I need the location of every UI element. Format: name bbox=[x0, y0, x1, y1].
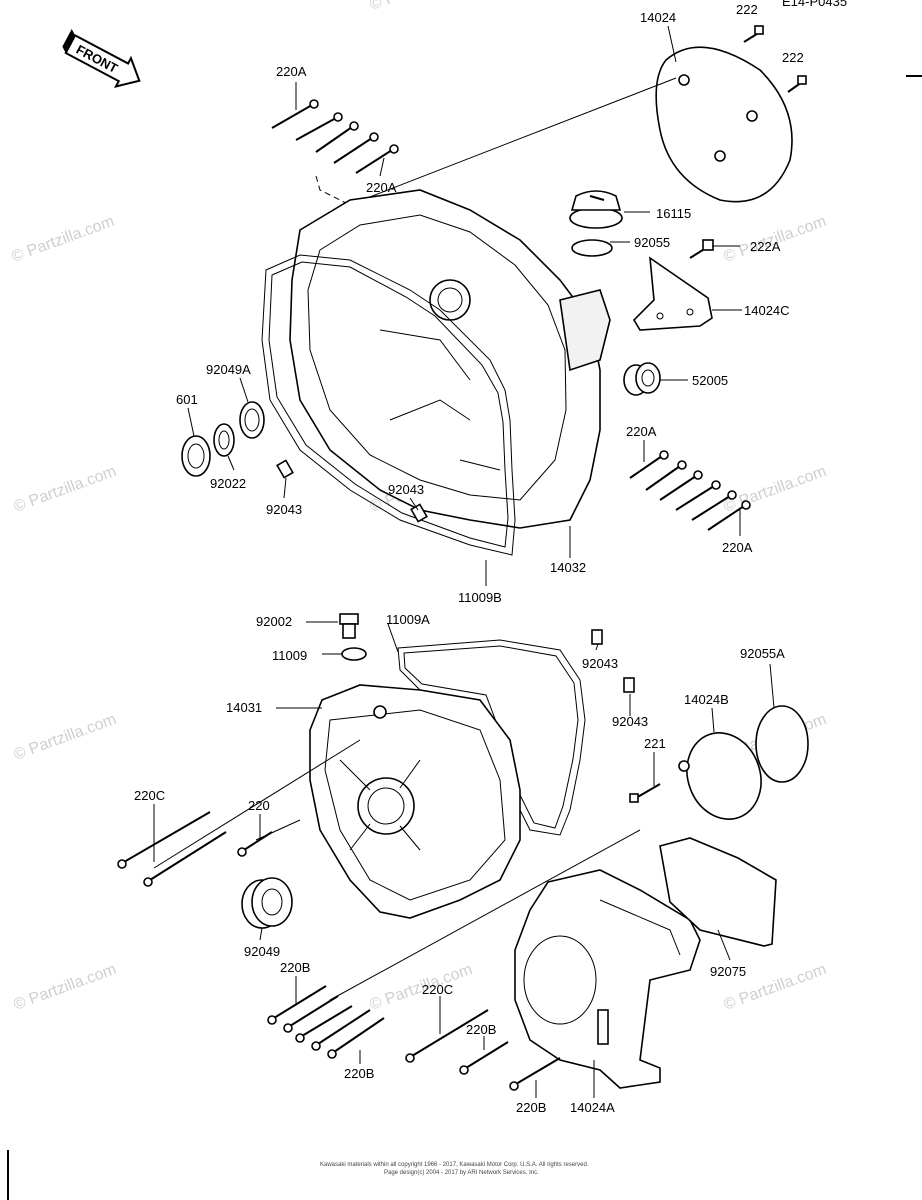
label-52005: 52005 bbox=[692, 373, 728, 388]
leader-line bbox=[329, 829, 641, 1001]
front-arrow-icon: FRONT bbox=[62, 28, 141, 88]
bolt-222 bbox=[787, 75, 807, 93]
label-220A: 220A bbox=[626, 424, 657, 439]
plug-92002 bbox=[339, 613, 359, 639]
leader-line bbox=[361, 77, 677, 201]
part-labels: 14024 222 222 220A 220A 16115 92055 222A… bbox=[134, 2, 804, 1115]
label-92075: 92075 bbox=[710, 964, 746, 979]
label-92043: 92043 bbox=[266, 502, 302, 517]
label-14024C: 14024C bbox=[744, 303, 790, 318]
seal-92049A bbox=[239, 401, 265, 439]
label-220A: 220A bbox=[276, 64, 307, 79]
watermark: © Partzilla.com bbox=[10, 213, 117, 266]
part-14032 bbox=[289, 189, 611, 529]
callout-leaders bbox=[153, 25, 775, 1098]
label-14032: 14032 bbox=[550, 560, 586, 575]
copyright-line: Kawasaki materials within all copyright … bbox=[320, 1162, 589, 1168]
label-92043: 92043 bbox=[582, 656, 618, 671]
label-11009B: 11009B bbox=[458, 590, 502, 605]
gasket-11009B bbox=[261, 254, 516, 556]
bolt-220C-bottom bbox=[405, 1009, 489, 1063]
part-16115 bbox=[569, 190, 623, 229]
seal-52005 bbox=[623, 362, 661, 396]
bolt-220B-bottom bbox=[509, 1057, 561, 1091]
label-220A: 220A bbox=[366, 180, 397, 195]
o-ring-92055A bbox=[755, 705, 809, 783]
label-220B: 220B bbox=[344, 1066, 374, 1081]
label-220C: 220C bbox=[422, 982, 453, 997]
label-16115: 16115 bbox=[656, 206, 691, 221]
label-220: 220 bbox=[248, 798, 270, 813]
label-11009A: 11009A bbox=[386, 612, 430, 627]
label-92049: 92049 bbox=[244, 944, 280, 959]
label-14024A: 14024A bbox=[570, 1100, 615, 1115]
label-601: 601 bbox=[176, 392, 198, 407]
label-220C: 220C bbox=[134, 788, 165, 803]
label-92055A: 92055A bbox=[740, 646, 785, 661]
upper-assembly bbox=[181, 25, 807, 556]
label-220B: 220B bbox=[516, 1100, 546, 1115]
leader-line bbox=[153, 739, 361, 869]
label-92022: 92022 bbox=[210, 476, 246, 491]
label-92049A: 92049A bbox=[206, 362, 251, 377]
dowel-92043 bbox=[591, 629, 603, 645]
watermark: © Partzilla.com bbox=[12, 463, 119, 516]
bolt-220B-bottom bbox=[459, 1041, 509, 1075]
label-220B: 220B bbox=[280, 960, 310, 975]
bolts-220A-right bbox=[629, 450, 751, 531]
o-ring-92055 bbox=[571, 239, 613, 257]
bolt-222A bbox=[689, 239, 714, 259]
washer-92022 bbox=[213, 423, 235, 457]
label-222: 222 bbox=[782, 50, 804, 65]
watermark: © Partzilla.com bbox=[12, 961, 119, 1014]
label-14024: 14024 bbox=[640, 10, 676, 25]
watermark: © Partzilla.com bbox=[722, 463, 829, 516]
label-220B: 220B bbox=[466, 1022, 496, 1037]
gasket-92075 bbox=[659, 837, 777, 947]
dowel-92043 bbox=[276, 459, 294, 479]
bolts-220C-left bbox=[117, 811, 227, 887]
label-14024B: 14024B bbox=[684, 692, 729, 707]
seal-92049 bbox=[241, 877, 293, 929]
label-92043: 92043 bbox=[612, 714, 648, 729]
label-92043: 92043 bbox=[388, 482, 424, 497]
watermark: © Partzilla.com bbox=[12, 711, 119, 764]
bearing-601 bbox=[181, 435, 211, 477]
label-221: 221 bbox=[644, 736, 666, 751]
label-222A: 222A bbox=[750, 239, 781, 254]
label-92002: 92002 bbox=[256, 614, 292, 629]
leader-line bbox=[255, 819, 301, 841]
label-14031: 14031 bbox=[226, 700, 262, 715]
label-222: 222 bbox=[736, 2, 758, 17]
bolt-221 bbox=[629, 783, 661, 803]
watermark: © Partzilla.com bbox=[368, 0, 475, 14]
part-14031 bbox=[309, 684, 521, 919]
part-14024A bbox=[514, 869, 701, 1089]
label-220A: 220A bbox=[722, 540, 753, 555]
bolt-222 bbox=[743, 25, 764, 43]
washer-11009 bbox=[341, 647, 367, 661]
dowel-92043 bbox=[623, 677, 635, 693]
lower-assembly bbox=[117, 613, 809, 1091]
diagram-code: E14-P0435 bbox=[782, 0, 847, 9]
bolts-220B-left bbox=[267, 985, 385, 1059]
label-11009: 11009 bbox=[272, 648, 307, 663]
part-14024C bbox=[632, 256, 713, 331]
copyright-line: Page design(c) 2004 - 2017 by ARI Networ… bbox=[384, 1170, 539, 1176]
bolt-220 bbox=[237, 831, 273, 857]
part-14024B bbox=[678, 732, 762, 820]
bolts-220A-upper bbox=[271, 99, 399, 174]
label-92055: 92055 bbox=[634, 235, 670, 250]
part-14024 bbox=[655, 46, 793, 203]
